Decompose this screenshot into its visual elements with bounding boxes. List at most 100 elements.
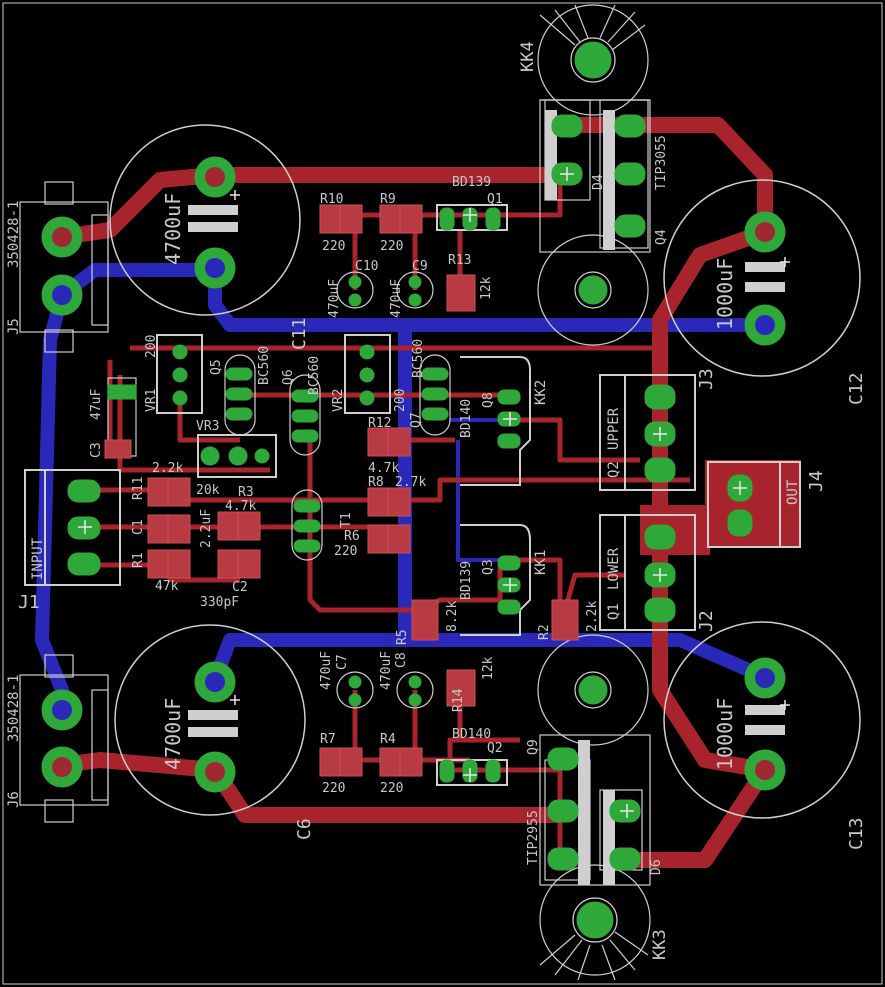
label-j3: J3: [696, 368, 717, 390]
label-c10: C10: [355, 259, 378, 274]
label-q2-upper: Q2: [606, 461, 622, 478]
label-j6-part: 350428-1: [6, 675, 22, 742]
label-r3: R3: [238, 485, 254, 500]
label-r8: R8: [368, 475, 384, 490]
trimmer-vr1: [156, 334, 203, 414]
label-q6: Q6: [281, 369, 296, 385]
label-c9: C9: [412, 259, 428, 274]
label-r3-val: 4.7k: [225, 499, 256, 514]
label-bd139-top: BD139: [452, 175, 491, 190]
label-r9-val: 220: [380, 239, 403, 254]
heatsink-kk4-lower-fins: [537, 234, 649, 346]
label-c2: C2: [232, 580, 248, 595]
connector-j2: [599, 514, 696, 631]
label-d6: D6: [649, 859, 664, 875]
label-r12-val: 4.7k: [368, 461, 399, 476]
label-kk2: KK2: [533, 380, 549, 405]
label-vr2: VR2: [331, 389, 346, 412]
label-c9-val: 470uF: [389, 279, 404, 318]
label-q7-part: BC560: [411, 339, 426, 378]
capacitor-c6: [114, 624, 306, 816]
label-c13-value: 1000uF: [713, 698, 737, 770]
heatsink-kk3-upper-fins: [537, 634, 649, 746]
label-r2: R2: [537, 624, 552, 640]
label-j6: J6: [6, 791, 22, 808]
label-c11: C11: [289, 317, 310, 350]
label-r13-val: 12k: [479, 276, 494, 300]
label-r13: R13: [448, 253, 471, 268]
label-r12: R12: [368, 416, 391, 431]
label-vr2-val: 200: [393, 389, 408, 412]
connector-j1: [24, 469, 121, 586]
label-vr3: VR3: [196, 419, 219, 434]
label-kk4: KK4: [518, 41, 538, 72]
label-lower: LOWER: [606, 547, 622, 590]
label-c11-value: 4700uF: [161, 193, 185, 265]
connector-j3: [599, 374, 696, 491]
label-r1: R1: [131, 552, 146, 568]
label-j4: J4: [806, 470, 827, 492]
label-q1-lower: Q1: [606, 603, 622, 620]
label-c7-val: 470uF: [319, 651, 334, 690]
label-kk3: KK3: [650, 929, 670, 960]
label-r10-val: 220: [322, 239, 345, 254]
label-vr1-val: 200: [144, 335, 159, 358]
capacitor-c12: [663, 179, 861, 377]
capacitor-c13: [663, 621, 861, 819]
label-tip3055: TIP3055: [654, 135, 669, 190]
label-r4-val: 220: [380, 781, 403, 796]
label-c2-val: 330pF: [200, 595, 239, 610]
label-q8: Q8: [481, 392, 496, 408]
label-out: OUT: [785, 479, 801, 505]
connector-j4: [707, 461, 801, 548]
label-r11-val: 2.2k: [152, 461, 183, 476]
label-c3-val: 47uF: [89, 389, 104, 420]
label-r14-val: 12k: [481, 656, 496, 680]
label-q6-part: BC560: [307, 356, 322, 395]
label-r5-val: 8.2k: [445, 601, 460, 632]
heatsink-kk1: [460, 524, 531, 636]
label-q1: Q1: [487, 192, 503, 207]
label-q4: Q4: [654, 229, 669, 245]
label-r4: R4: [380, 732, 396, 747]
label-input: INPUT: [30, 537, 46, 580]
label-r8-val: 2.7k: [395, 475, 426, 490]
label-c10-val: 470uF: [327, 279, 342, 318]
heatsink-kk2: [460, 356, 531, 486]
label-q3-part: BD139: [459, 561, 474, 600]
label-r1-val: 47k: [155, 579, 179, 594]
label-r10: R10: [320, 192, 343, 207]
label-r9: R9: [380, 192, 396, 207]
label-j5: J5: [6, 318, 22, 335]
label-r6: R6: [344, 529, 360, 544]
label-c13: C13: [846, 817, 867, 850]
label-c1: C1: [131, 519, 146, 535]
label-c8-val: 470uF: [379, 651, 394, 690]
label-c3: C3: [89, 442, 104, 458]
capacitor-c11: [109, 124, 301, 316]
label-r14: R14: [451, 688, 466, 712]
heatsink-kk3: [539, 734, 651, 981]
label-q7: Q7: [409, 412, 424, 428]
label-t1: T1: [339, 512, 354, 528]
label-c12-value: 1000uF: [713, 258, 737, 330]
label-r11: R11: [131, 477, 146, 500]
label-c8: C8: [394, 652, 409, 668]
label-kk1: KK1: [533, 550, 549, 575]
label-r7: R7: [320, 732, 336, 747]
label-q8-part: BD140: [459, 399, 474, 438]
label-upper: UPPER: [606, 407, 622, 450]
label-bd140-bottom: BD140: [452, 727, 491, 742]
label-c12: C12: [846, 372, 867, 405]
label-c6: C6: [294, 818, 315, 840]
label-j1: J1: [18, 592, 40, 613]
label-q3: Q3: [481, 559, 496, 575]
trimmer-vr2: [344, 334, 391, 414]
label-r2-val: 2.2k: [585, 601, 600, 632]
label-c7: C7: [335, 654, 350, 670]
label-q2: Q2: [487, 741, 503, 756]
label-vr3-val: 20k: [196, 483, 220, 498]
label-r6-val: 220: [334, 544, 357, 559]
